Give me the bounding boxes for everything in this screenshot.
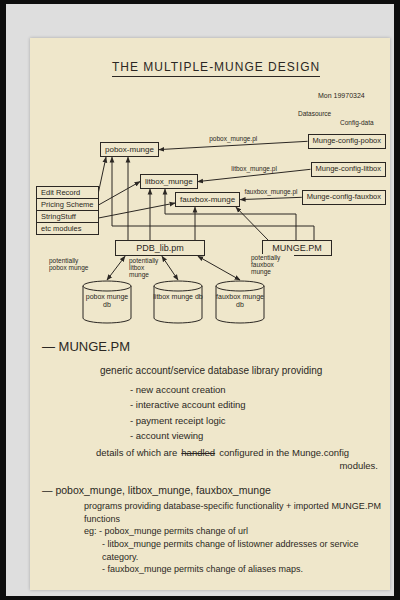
note-line: - fauxbox_munge permits change of aliase… [102,563,386,576]
column-heading: Config-data [340,119,374,126]
date-note: Mon 19970324 [318,92,365,99]
connector-arrow [159,141,308,149]
bullet-item: - payment receipt logic [130,415,226,426]
database-cylinder: fauxbox munge db [215,280,265,324]
bullet-item: - account viewing [130,430,203,441]
note-heading: — pobox_munge, litbox_munge, fauxbox_mun… [42,484,271,496]
note-line: — MUNGE.PM [42,338,386,356]
connector-arrow [99,182,141,205]
module-stack: Edit RecordPricing SchemeStringStuffetc … [36,186,99,235]
column-heading: Datasource [298,110,331,117]
edge-label: potentially fauxbox munge [250,254,294,275]
process-box: pobox-munge [100,142,159,157]
note-line: programs providing database-specific fun… [84,500,386,525]
box-text: litbox_munge [145,177,193,186]
config-box: Munge-config-pobox [308,134,386,149]
connector-arrow [162,256,178,280]
connector-arrow [236,207,268,240]
connector-arrow [99,203,176,218]
connector-arrow [195,207,196,240]
example-item: - litbox_munge permits change of listown… [102,539,359,562]
note-text: configured in the Munge.config [219,447,349,458]
database-name: litbox munge db [153,280,203,301]
edge-label: fauxbox_munge.pl [243,188,298,195]
box-text: Munge-config-pobox [313,137,381,146]
connector-arrow [107,256,125,280]
module-name: etc modules [36,222,99,235]
database-cylinder: litbox munge db [153,280,203,324]
config-box: Munge-config-fauxbox [302,190,386,205]
connector-arrow [240,197,302,199]
note-line: - new account creation [130,382,386,397]
note-line: — pobox_munge, litbox_munge, fauxbox_mun… [42,483,386,498]
bullet-item: - new account creation [130,384,226,395]
config-box: Munge-config-litbox [311,162,386,177]
database-name: pobox munge db [82,280,132,308]
note-line: modules. [38,459,386,472]
bullet-item: - interactive account editing [130,399,246,410]
connector-arrow [150,189,151,240]
box-text: pobox-munge [105,145,154,154]
process-box: fauxbox-munge [175,192,240,207]
connector-arrow [198,256,240,280]
database-cylinder: pobox munge db [82,280,132,324]
connector-arrow [128,157,129,240]
note-line: - payment receipt logic [130,413,386,428]
note-heading: — MUNGE.PM [42,339,130,354]
cylinder-outline [153,280,203,324]
box-text: PDB_lib.pm [120,243,200,253]
process-box: litbox_munge [140,174,198,189]
notes-block: — MUNGE.PM generic account/service databa… [38,338,386,576]
connector-arrow [99,157,107,192]
note-line: - interactive account editing [130,397,386,412]
connector-arrow [165,189,296,240]
note-line: details of which are handled configured in… [96,446,386,459]
note-text: generic account/service database library… [100,365,322,376]
box-text: fauxbox-munge [180,195,235,204]
note-line: - account viewing [130,428,386,443]
note-text: details of which are [96,447,177,458]
note-line: - litbox_munge permits change of listown… [102,538,386,563]
database-name: fauxbox munge db [215,280,265,308]
note-text: modules. [339,460,378,471]
library-box: PDB_lib.pm [115,240,205,256]
box-text: Munge-config-fauxbox [307,193,381,202]
edge-label: potentially litbox munge [128,257,162,278]
edge-label: pobox_munge.pl [208,135,258,142]
note-text: programs providing database-specific fun… [84,501,381,524]
edge-label: litbox_munge.pl [230,165,278,172]
note-line: eg: - pobox_munge permits change of url [84,525,386,538]
note-line: generic account/service database library… [100,364,386,378]
example-item: eg: - pobox_munge permits change of url [84,526,248,536]
box-text: MUNGE.PM [267,243,327,253]
diagram-title: THE MULTIPLE-MUNGE DESIGN [112,60,320,77]
box-text: Munge-config-litbox [316,165,381,174]
example-item: - fauxbox_munge permits change of aliase… [102,564,303,574]
edge-label: potentially pobox munge [48,257,90,271]
struck-word: handled [181,447,215,458]
connector-arrow [112,157,314,240]
